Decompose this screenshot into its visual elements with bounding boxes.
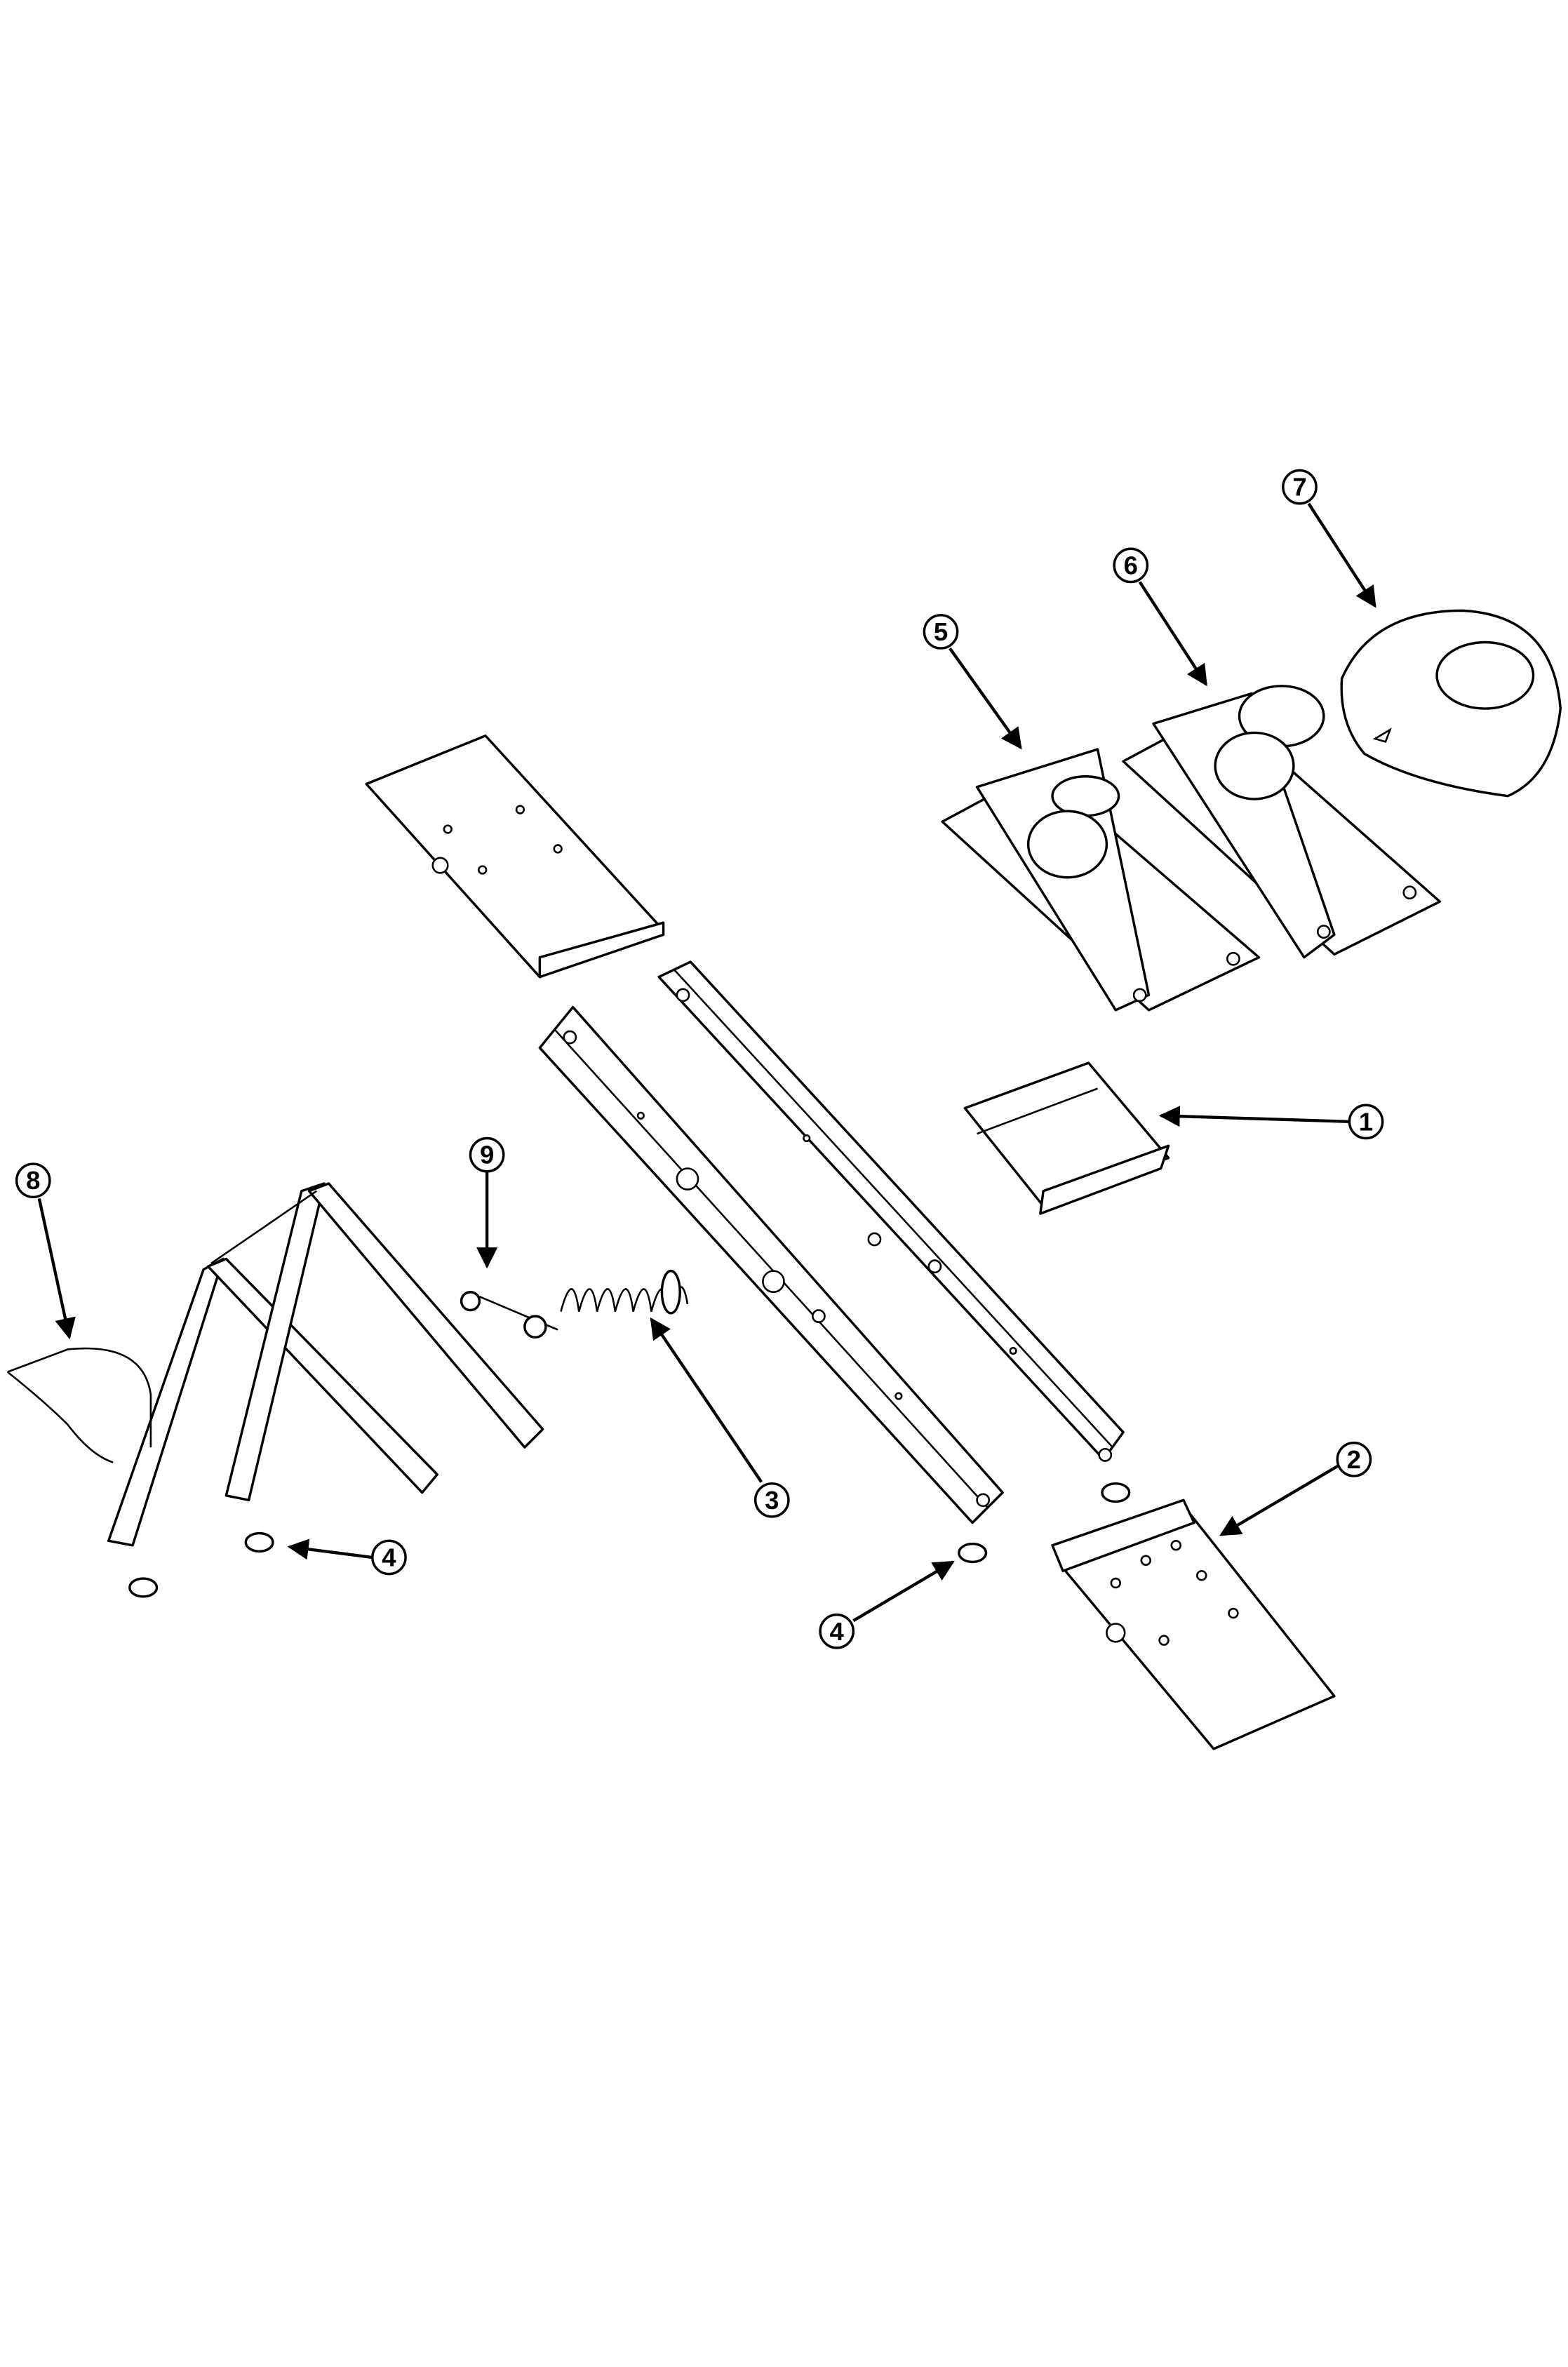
callout-label: 1	[1359, 1107, 1373, 1136]
part-4-nuts	[128, 1482, 1131, 1598]
part-1-plate	[963, 1061, 1170, 1215]
part-6-hopper-assembly	[1122, 685, 1442, 959]
callout-label: 8	[26, 1166, 40, 1195]
callout-label: 6	[1124, 551, 1138, 579]
callout-7: 7	[1282, 469, 1318, 505]
leader-lines	[37, 502, 1376, 1623]
right-rail	[657, 960, 1125, 1462]
callout-label: 2	[1347, 1445, 1361, 1474]
upper-plate	[365, 735, 665, 979]
part-9-link	[460, 1291, 558, 1339]
callout-6: 6	[1113, 547, 1149, 584]
callout-label: 9	[480, 1141, 494, 1169]
callout-9: 9	[469, 1136, 505, 1173]
part-7-cover	[1340, 609, 1562, 798]
part-3-spring	[560, 1269, 689, 1315]
callout-4b: 4	[819, 1613, 855, 1649]
callout-4a: 4	[371, 1539, 407, 1576]
callout-label: 4	[830, 1617, 845, 1646]
callout-5: 5	[923, 614, 959, 650]
callout-3: 3	[753, 1482, 790, 1518]
stand-frame	[6, 1182, 544, 1547]
part-5-hopper-assembly	[941, 748, 1261, 1012]
part-2-lower-plate	[1051, 1498, 1336, 1750]
callout-1: 1	[1348, 1104, 1384, 1140]
left-rail	[538, 1005, 1004, 1524]
callout-label: 3	[765, 1486, 779, 1515]
callout-2: 2	[1336, 1441, 1372, 1477]
callout-label: 7	[1292, 473, 1306, 502]
callout-label: 5	[934, 617, 948, 646]
callout-label: 4	[382, 1543, 396, 1571]
callout-8: 8	[15, 1162, 51, 1199]
